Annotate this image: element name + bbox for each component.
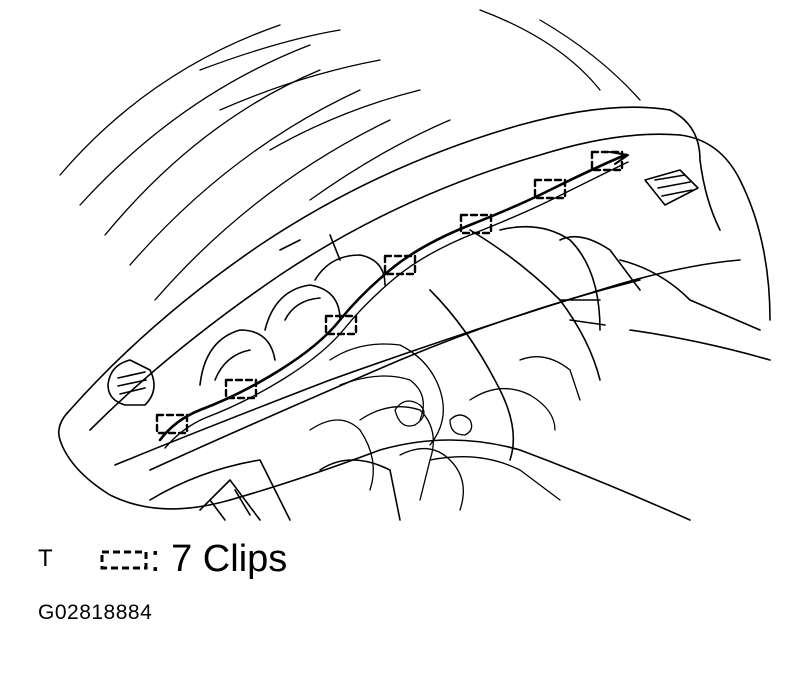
clip-markers [155,150,624,435]
dashboard-wire-harness-illustration [57,9,771,521]
legend-clip-count-label: : 7 Clips [150,538,288,580]
clip-2 [224,378,258,400]
instrument-cluster [199,234,386,386]
right-air-vent [644,169,699,206]
lower-trim [149,459,401,521]
center-console [429,225,771,461]
clip-7 [590,150,624,172]
dashboard-body [57,106,771,521]
dashed-rectangle-clip-icon [100,550,148,570]
clip-4 [383,254,417,276]
left-air-vent [107,359,155,406]
clip-6 [533,178,567,200]
windshield-lines [59,9,641,301]
clip-3 [324,314,358,336]
legend-marker: T [38,545,53,572]
wire-harness [158,151,629,449]
clip-1 [155,413,189,435]
figure-code: G02818884 [38,601,153,624]
under-dash-wiring [309,343,581,511]
clip-5 [459,213,493,235]
